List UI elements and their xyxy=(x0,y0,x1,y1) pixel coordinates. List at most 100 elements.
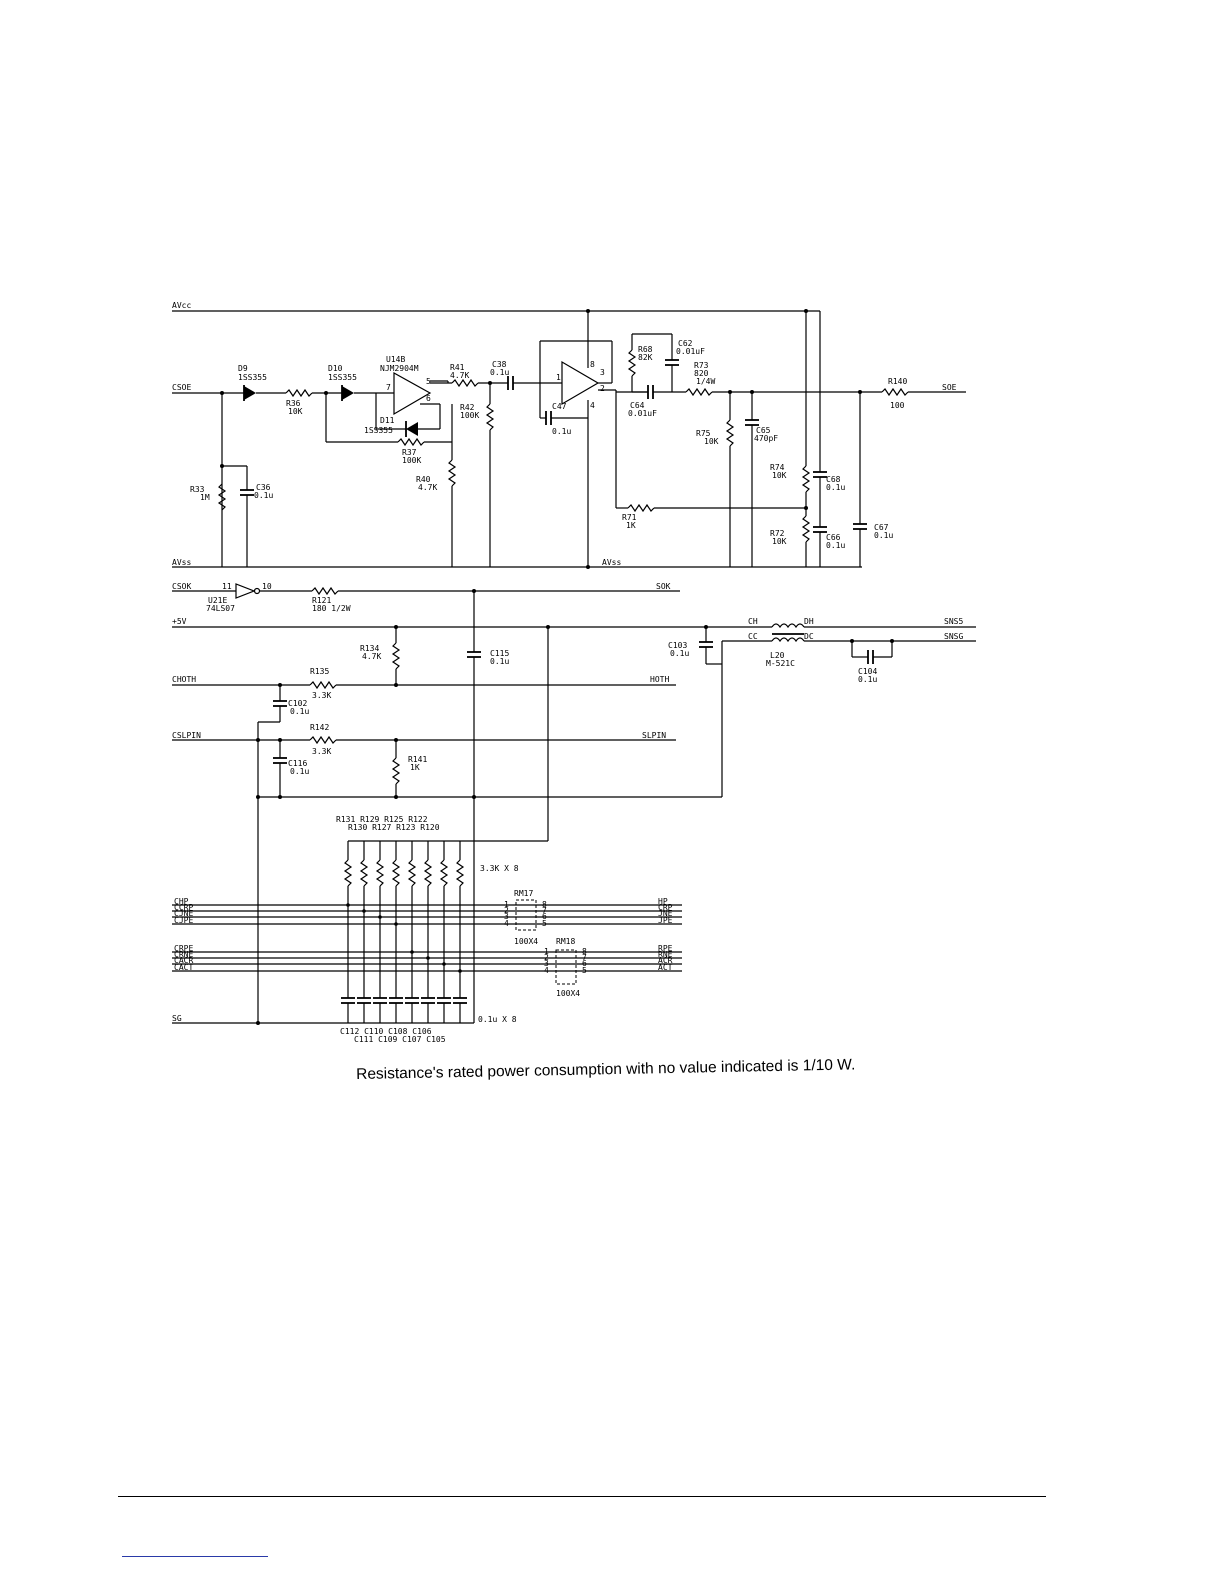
svg-text:7: 7 xyxy=(386,383,391,392)
capacitor-c68: C68 0.1u xyxy=(813,311,845,527)
cslpin-line: CSLPIN SLPIN R142 3.3K xyxy=(172,723,676,756)
svg-text:1: 1 xyxy=(556,373,561,382)
svg-text:0.01uF: 0.01uF xyxy=(628,409,657,418)
svg-text:470pF: 470pF xyxy=(754,434,778,443)
array-pin-in: 3 xyxy=(544,959,549,968)
array-pin-in: 2 xyxy=(544,953,549,962)
svg-text:C104: C104 xyxy=(858,667,877,676)
svg-text:C65: C65 xyxy=(756,426,771,435)
svg-text:R40: R40 xyxy=(416,475,431,484)
svg-text:R121: R121 xyxy=(312,596,331,605)
svg-text:100K: 100K xyxy=(460,411,479,420)
svg-text:3.3K: 3.3K xyxy=(312,747,331,756)
array-pin-in: 1 xyxy=(504,900,509,909)
svg-text:R73: R73 xyxy=(694,361,709,370)
cpack-value: 0.1u X 8 xyxy=(478,1015,517,1024)
sns5-label: SNS5 xyxy=(944,617,963,626)
snsg-label: SNSG xyxy=(944,632,963,641)
avss-left-label: AVss xyxy=(172,558,191,567)
cpack-capacitor xyxy=(453,971,467,1023)
capacitor-c103: C103 0.1u xyxy=(668,627,722,665)
capacitor-c116: C116 0.1u xyxy=(273,740,309,797)
array-pin-in: 1 xyxy=(544,947,549,956)
svg-text:0.1u: 0.1u xyxy=(826,483,845,492)
svg-text:10K: 10K xyxy=(288,407,303,416)
opamp-u14b: U14B NJM2904M 7 5 6 xyxy=(380,355,448,429)
sok-label: SOK xyxy=(656,582,671,591)
svg-text:1SS355: 1SS355 xyxy=(364,426,393,435)
array-pin-out: 6 xyxy=(542,912,547,921)
svg-text:DC: DC xyxy=(804,632,814,641)
svg-text:0.01uF: 0.01uF xyxy=(676,347,705,356)
rpack-resistor xyxy=(455,841,465,973)
svg-text:0.1u: 0.1u xyxy=(874,531,893,540)
svg-text:M-521C: M-521C xyxy=(766,659,795,668)
svg-text:0.1u: 0.1u xyxy=(670,649,689,658)
svg-text:U21E: U21E xyxy=(208,596,227,605)
resistor-array-rm18: 100X4 xyxy=(555,949,580,998)
bus-left-label: CCRP xyxy=(174,903,193,912)
svg-text:3.3K X 8: 3.3K X 8 xyxy=(480,864,519,873)
resistor-r73: R73 820 1/4W xyxy=(685,361,882,396)
svg-text:R36: R36 xyxy=(286,399,301,408)
csok-line: CSOK 11 10 U21E 74LS07 R121 180 1/2W SOK xyxy=(172,582,680,613)
svg-text:1SS355: 1SS355 xyxy=(328,373,357,382)
bus-right-label: JPE xyxy=(658,916,673,925)
rpack-resistor xyxy=(423,841,433,960)
svg-text:82K: 82K xyxy=(638,353,653,362)
svg-text:4: 4 xyxy=(590,401,595,410)
cslpin-label: CSLPIN xyxy=(172,731,201,740)
capacitor-c102: C102 0.1u xyxy=(258,685,309,723)
avss-mid-label: AVss xyxy=(602,558,621,567)
capacitor-c47: C47 0.1u xyxy=(539,383,588,436)
rpack-columns xyxy=(341,841,467,1023)
svg-text:R71: R71 xyxy=(622,513,637,522)
svg-text:C62: C62 xyxy=(678,339,693,348)
hoth-label: HOTH xyxy=(650,675,669,684)
resistor-r41: R41 4.7K xyxy=(430,363,508,387)
inductor-l20: CH DH CC DC L20 M-521C SNS5 SNSG xyxy=(721,617,976,797)
rpack-resistor xyxy=(391,841,401,926)
resistor-r33: R33 1M xyxy=(190,464,226,511)
svg-text:1K: 1K xyxy=(410,763,420,772)
resistor-r72: R72 10K xyxy=(770,515,810,567)
resistor-r141: R141 1K xyxy=(392,740,427,797)
svg-text:8: 8 xyxy=(590,360,595,369)
array-pin-in: 3 xyxy=(504,912,509,921)
capacitor-c65: C65 470pF xyxy=(745,392,778,567)
p5v-rail: +5V xyxy=(172,617,722,841)
array-pin-in: 4 xyxy=(544,966,549,975)
cpack-capacitor xyxy=(357,911,371,1023)
resistor-r140: R140 100 SOE xyxy=(881,377,966,410)
svg-text:10K: 10K xyxy=(772,537,787,546)
svg-text:1M: 1M xyxy=(200,493,210,502)
svg-text:4.7K: 4.7K xyxy=(450,371,469,380)
bus-right-label: CRP xyxy=(658,903,673,912)
svg-text:4.7K: 4.7K xyxy=(418,483,437,492)
svg-text:R130 R127 R123 R120: R130 R127 R123 R120 xyxy=(348,823,440,832)
svg-text:R141: R141 xyxy=(408,755,427,764)
svg-text:4.7K: 4.7K xyxy=(362,652,381,661)
svg-text:RM18: RM18 xyxy=(556,937,575,946)
svg-text:R72: R72 xyxy=(770,529,785,538)
svg-text:C36: C36 xyxy=(256,483,271,492)
svg-text:CH: CH xyxy=(748,617,758,626)
svg-text:RM17: RM17 xyxy=(514,889,533,898)
capacitor-c115: C115 0.1u xyxy=(467,591,509,1023)
svg-text:3.3K: 3.3K xyxy=(312,691,331,700)
svg-text:100K: 100K xyxy=(402,456,421,465)
resistor-r40: R40 4.7K xyxy=(416,404,456,567)
bus-right-label: ACT xyxy=(658,963,673,972)
svg-text:1K: 1K xyxy=(626,521,636,530)
sg-bus: SG xyxy=(172,722,722,1025)
array-pin-out: 8 xyxy=(542,900,547,909)
svg-text:R142: R142 xyxy=(310,723,329,732)
avcc-label: AVcc xyxy=(172,301,191,310)
bus-left-label: CJNE xyxy=(174,909,193,918)
svg-text:100X4: 100X4 xyxy=(514,937,538,946)
svg-text:R131 R129 R125 R122: R131 R129 R125 R122 xyxy=(336,815,428,824)
svg-text:C38: C38 xyxy=(492,360,507,369)
